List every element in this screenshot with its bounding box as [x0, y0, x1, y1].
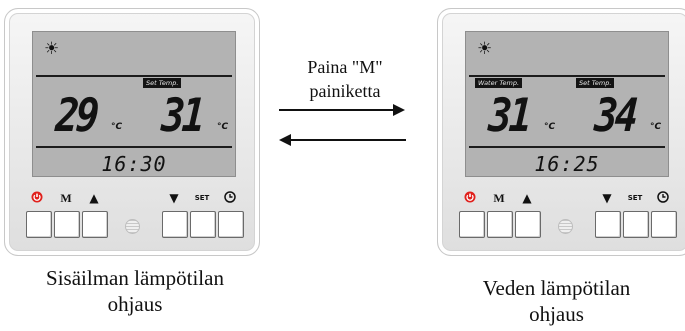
timer-button[interactable] — [651, 211, 677, 238]
caption-left-line-2: ohjaus — [107, 292, 163, 316]
celsius-unit: °C — [650, 122, 662, 132]
power-icon — [26, 191, 48, 206]
celsius-unit: °C — [544, 122, 556, 132]
up-arrow-icon: ▲ — [522, 191, 532, 205]
arrow-right-icon — [393, 104, 405, 116]
mode-icon: M — [493, 191, 505, 205]
set-button[interactable] — [623, 211, 649, 238]
right-thermostat: ☀ Water Temp. Set Temp. 31 °C 34 °C 16:2… — [437, 8, 685, 256]
down-button[interactable] — [595, 211, 621, 238]
set-button[interactable] — [190, 211, 216, 238]
water-temperature-value: 31 — [487, 88, 531, 142]
instruction-line-2: painiketta — [309, 81, 381, 101]
power-button[interactable] — [459, 211, 485, 238]
right-lcd-screen: ☀ Water Temp. Set Temp. 31 °C 34 °C 16:2… — [465, 31, 669, 177]
power-icon — [459, 191, 481, 206]
mode-icon: M — [60, 191, 72, 205]
set-temp-label: Set Temp. — [576, 78, 615, 88]
instruction-line-1: Paina "M" — [307, 57, 383, 77]
celsius-unit: °C — [111, 122, 123, 132]
water-temp-label: Water Temp. — [475, 78, 523, 88]
caption-left-line-1: Sisäilman lämpötilan — [46, 266, 224, 290]
sensor-grille — [558, 219, 573, 234]
sun-icon: ☀ — [44, 39, 60, 59]
left-thermostat: ☀ Set Temp. 29 °C 31 °C 16:30 M ▲ ▼ SET — [4, 8, 260, 256]
mode-button[interactable] — [54, 211, 80, 238]
lcd-divider-bottom — [36, 146, 232, 148]
celsius-unit: °C — [217, 122, 229, 132]
mode-button[interactable] — [487, 211, 513, 238]
down-arrow-icon: ▼ — [602, 191, 612, 205]
set-icon: SET — [194, 194, 210, 202]
arrow-left-line — [291, 139, 406, 141]
clock-display: 16:30 — [101, 152, 167, 176]
arrow-right-line — [279, 109, 394, 111]
timer-button[interactable] — [218, 211, 244, 238]
clock-display: 16:25 — [534, 152, 600, 176]
lcd-divider-top — [36, 75, 232, 77]
set-icon: SET — [627, 194, 643, 202]
up-arrow-icon: ▲ — [89, 191, 99, 205]
down-button[interactable] — [162, 211, 188, 238]
sun-icon: ☀ — [477, 39, 493, 59]
arrow-left-icon — [279, 134, 291, 146]
clock-icon — [652, 191, 674, 206]
lcd-divider-bottom — [469, 146, 665, 148]
room-temperature-value: 29 — [54, 88, 98, 142]
set-temperature-value: 31 — [160, 88, 204, 142]
lcd-divider-top — [469, 75, 665, 77]
up-button[interactable] — [82, 211, 108, 238]
left-lcd-screen: ☀ Set Temp. 29 °C 31 °C 16:30 — [32, 31, 236, 177]
set-temperature-value: 34 — [593, 88, 637, 142]
caption-right-line-2: ohjaus — [529, 302, 584, 326]
set-temp-label: Set Temp. — [143, 78, 182, 88]
sensor-grille — [125, 219, 140, 234]
power-button[interactable] — [26, 211, 52, 238]
caption-right-line-1: Veden lämpötilan — [482, 276, 631, 300]
clock-icon — [219, 191, 241, 206]
down-arrow-icon: ▼ — [169, 191, 179, 205]
up-button[interactable] — [515, 211, 541, 238]
